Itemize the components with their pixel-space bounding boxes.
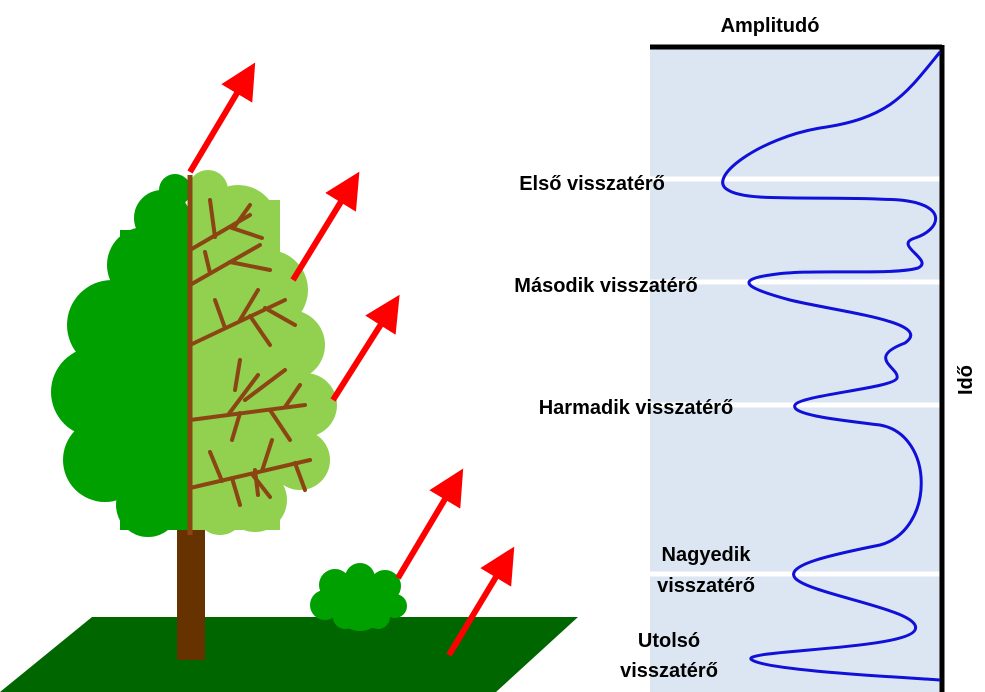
tree-icon bbox=[51, 170, 337, 660]
amplitude-label: Amplitudó bbox=[721, 15, 820, 37]
return-label-first: Első visszatérő bbox=[519, 173, 665, 195]
tree-trunk bbox=[177, 525, 205, 660]
return-label-third: Harmadik visszatérő bbox=[539, 397, 734, 419]
ground-icon bbox=[0, 617, 578, 692]
time-label: Idő bbox=[955, 365, 977, 395]
tree-foliage-left bbox=[51, 174, 192, 537]
laser-pulse-arrow bbox=[446, 546, 515, 657]
laser-pulse-arrow bbox=[290, 171, 360, 282]
laser-pulse-arrow bbox=[187, 62, 256, 174]
tree-branches bbox=[188, 198, 312, 507]
return-label-second: Második visszatérő bbox=[514, 275, 697, 297]
laser-pulse-arrow bbox=[395, 468, 464, 580]
laser-pulse-arrows bbox=[187, 62, 515, 657]
bush-icon bbox=[310, 563, 407, 631]
laser-pulse-arrow bbox=[330, 294, 400, 402]
return-label-last-line1: Utolsó bbox=[638, 630, 700, 652]
tree-foliage-right bbox=[188, 170, 337, 535]
return-label-fourth-line1: Nagyedik bbox=[662, 544, 752, 566]
return-label-fourth-line2: visszatérő bbox=[657, 575, 755, 597]
waveform-line bbox=[721, 51, 942, 682]
return-label-last-line2: visszatérő bbox=[620, 660, 718, 682]
